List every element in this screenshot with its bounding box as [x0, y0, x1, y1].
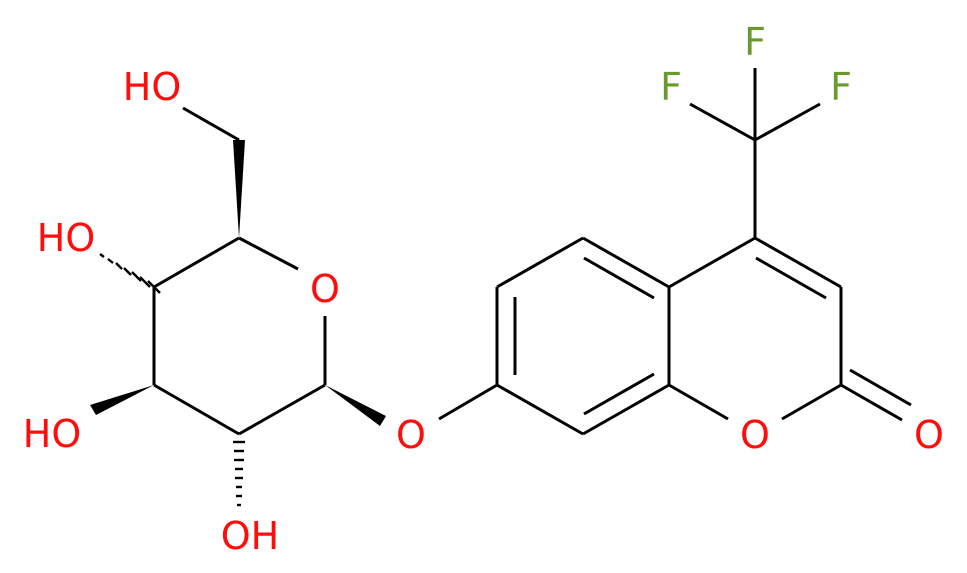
bond-c5-c4a [582, 236, 670, 289]
bond-c4-c3 [754, 236, 842, 289]
bond-olac-c8a [668, 383, 729, 421]
wedge-c3-oh [90, 385, 154, 415]
bond-c8a-c8 [582, 383, 670, 436]
bond-c2-ocarbonyl-b [849, 368, 912, 407]
bond-c5-c4a-inner [583, 256, 655, 300]
atom-oh-c2: OH [221, 514, 279, 558]
wedge-c5-ch2 [233, 140, 245, 238]
atom-f-top: F [744, 20, 766, 64]
atom-o-sugar-ring: O [310, 267, 340, 311]
bond-c6-c5 [496, 236, 584, 289]
atom-f-left: F [660, 65, 682, 109]
bond-c2-olac [781, 383, 842, 421]
bond-c2-ocarbonyl-a [840, 383, 903, 422]
bond-c8-c7 [496, 383, 584, 436]
bond-c4-c3-inner [755, 256, 827, 300]
bond-oring-c5 [238, 236, 299, 271]
bond-c2-c1 [238, 383, 326, 436]
bond-c8a-c8-inner [583, 372, 655, 416]
atom-o-carbonyl: O [914, 413, 944, 457]
bond-cf3-fleft [689, 102, 756, 142]
bond-c4a-c4 [668, 236, 756, 289]
atom-o-lactone-ring: O [740, 413, 770, 457]
atom-ho-c3: HO [23, 412, 81, 456]
atom-ho-ch2: HO [123, 65, 181, 109]
bond-ch2-oh [182, 106, 240, 142]
bond-c3-c2 [153, 383, 240, 436]
hash-c2-oh [233, 440, 245, 507]
wedge-c1-oglyc [325, 385, 386, 426]
hash-c4-oh [99, 253, 161, 294]
atom-o-glycosidic: O [396, 413, 426, 457]
atom-ho-c4: HO [37, 216, 95, 260]
bond-cf3-fright [754, 102, 821, 142]
bond-c5-c4 [153, 236, 240, 289]
bond-oglyc-c7 [438, 383, 498, 421]
atom-f-right: F [830, 65, 852, 109]
